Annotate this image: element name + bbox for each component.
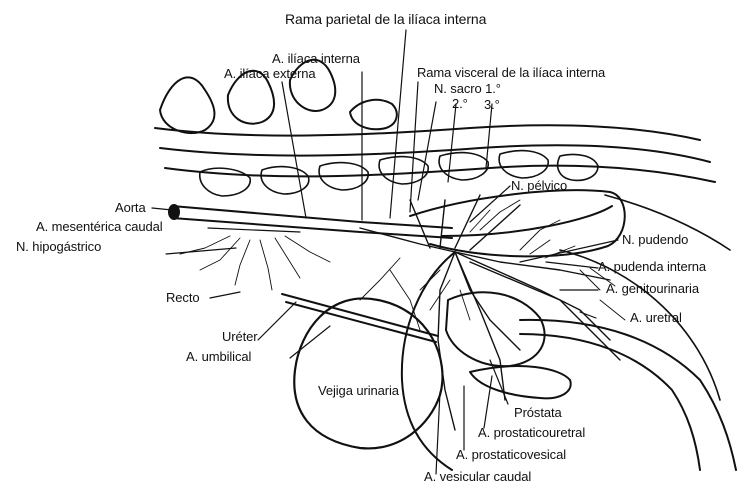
label-a-iliaca-externa: A. ilíaca externa	[224, 67, 316, 81]
label-rama-parietal: Rama parietal de la ilíaca interna	[285, 12, 486, 26]
label-n-pelvico: N. pélvico	[511, 179, 567, 193]
label-aorta: Aorta	[115, 201, 146, 215]
hypogastric-network	[180, 200, 625, 330]
label-n-sacro-1: N. sacro 1.°	[434, 82, 501, 96]
label-recto: Recto	[166, 291, 199, 305]
urinary-bladder	[294, 298, 442, 448]
body-outline	[560, 195, 730, 400]
label-a-uretral: A. uretral	[630, 311, 682, 325]
label-vejiga-urinaria: Vejiga urinaria	[318, 384, 399, 398]
label-prostata: Próstata	[514, 406, 562, 420]
label-n-sacro-3: 3.°	[484, 98, 500, 112]
label-a-vesicular-caudal: A. vesicular caudal	[424, 470, 531, 484]
label-a-prostaticouretral: A. prostaticouretral	[478, 426, 585, 440]
label-a-prostaticovesical: A. prostaticovesical	[456, 448, 566, 462]
spinal-canal	[155, 125, 715, 182]
label-a-genitourinaria: A. genitourinaria	[606, 282, 699, 296]
label-a-mesenterica-caudal: A. mesentérica caudal	[36, 220, 163, 234]
label-a-pudenda-interna: A. pudenda interna	[598, 260, 706, 274]
label-a-umbilical: A. umbilical	[186, 350, 251, 364]
label-ureter: Uréter	[222, 330, 258, 344]
label-rama-visceral: Rama visceral de la ilíaca interna	[417, 66, 605, 80]
label-a-iliaca-interna: A. ilíaca interna	[272, 52, 360, 66]
prostate	[446, 292, 545, 366]
label-n-pudendo: N. pudendo	[622, 233, 688, 247]
label-n-sacro-2: 2.°	[452, 97, 468, 111]
label-n-hipogastrico: N. hipogástrico	[16, 240, 101, 254]
